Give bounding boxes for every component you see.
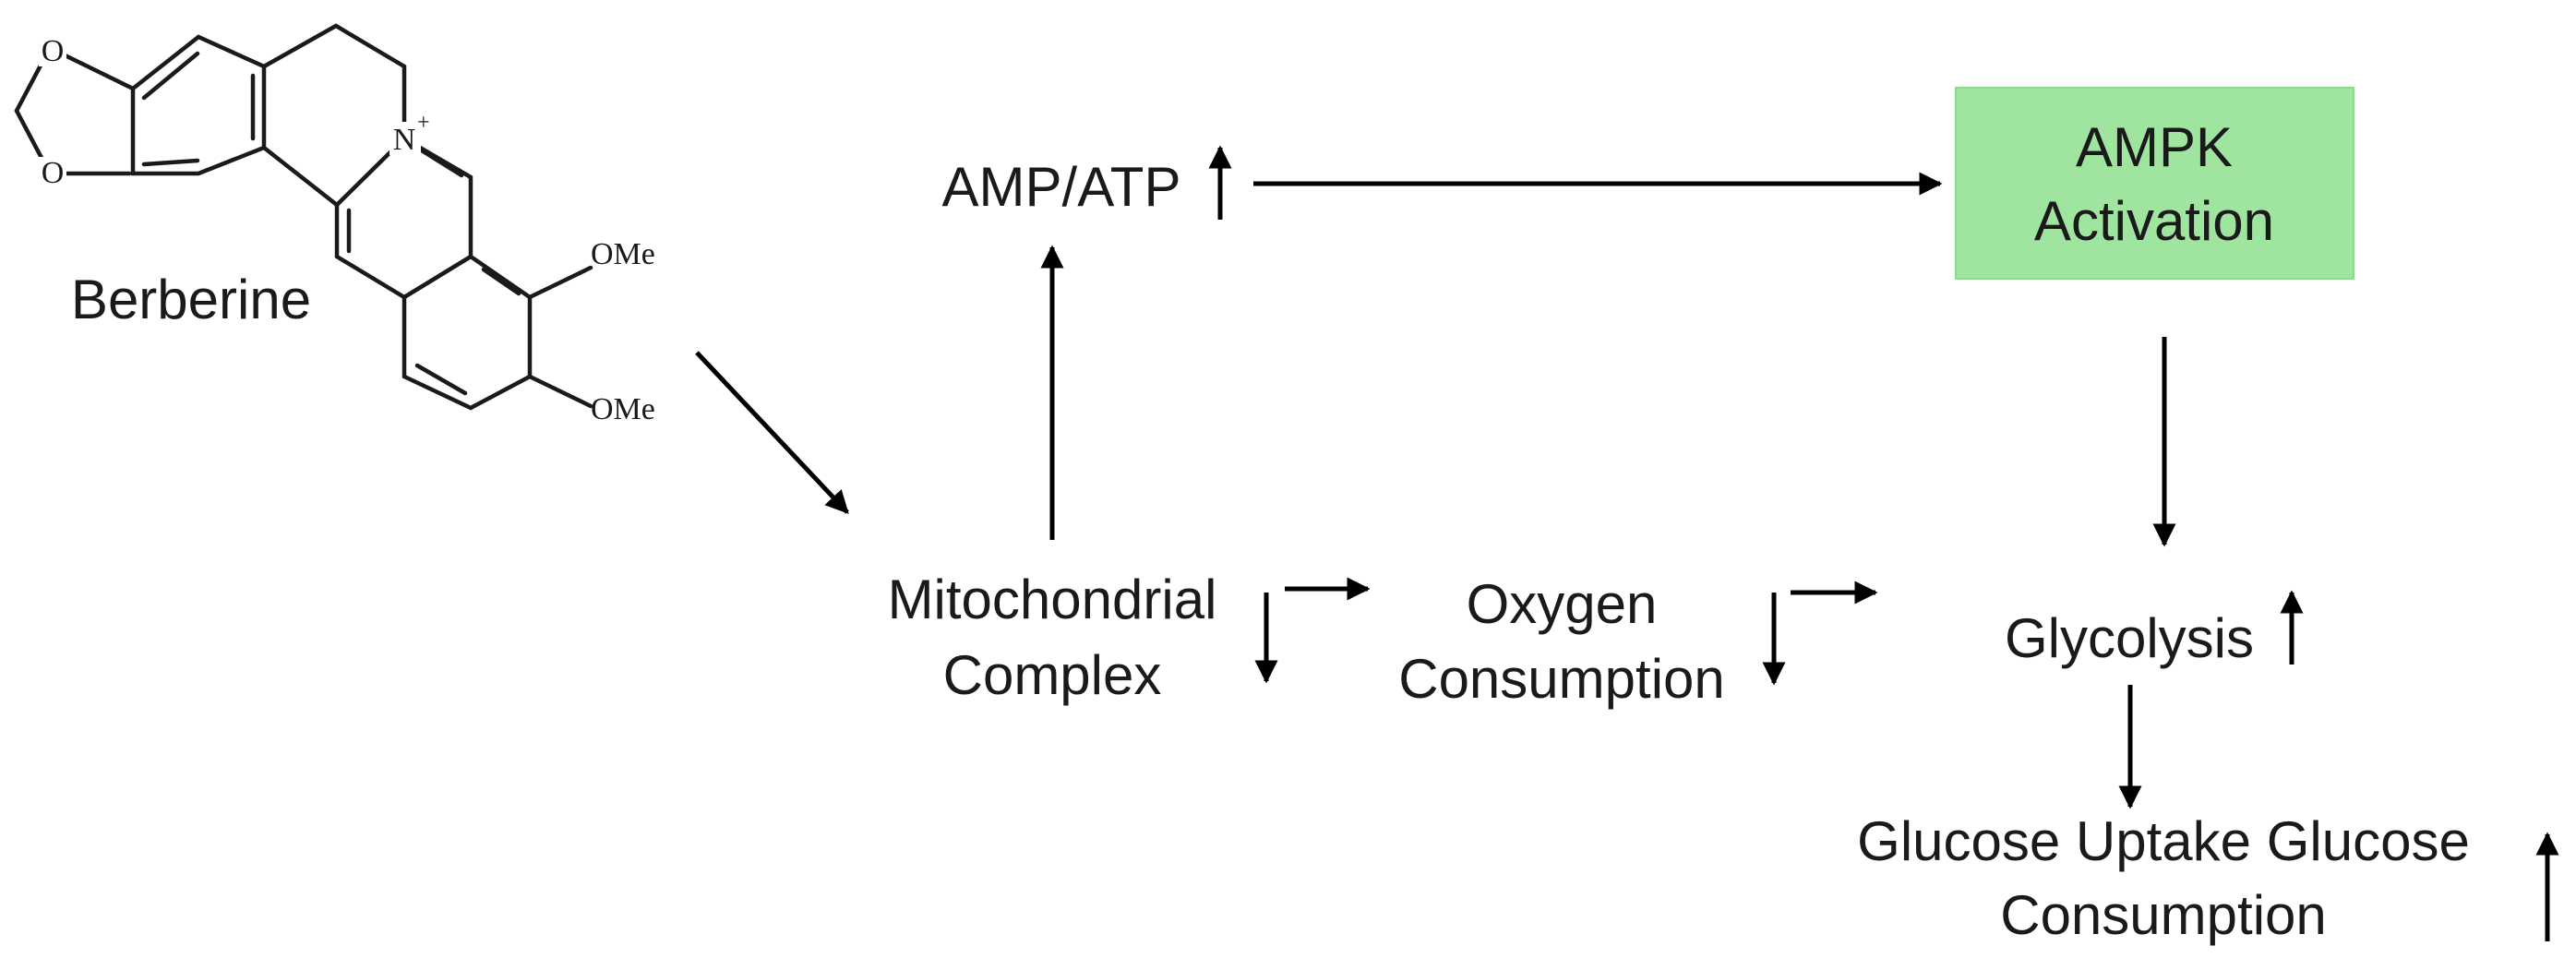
oxygen-atom-label: O (42, 34, 65, 68)
methoxy-label: OMe (591, 237, 655, 271)
activation-label: Activation (2034, 190, 2274, 252)
positive-charge-label: + (417, 111, 430, 135)
mitochondrial-label: Mitochondrial (888, 569, 1217, 630)
berberine-structure: O O N + OMe OMe (14, 23, 655, 426)
oxygen-atom-label: O (42, 156, 65, 190)
glucose-consumption-label: Consumption (2000, 884, 2327, 946)
consumption-label: Consumption (1398, 648, 1725, 710)
amp-atp-label: AMP/ATP (942, 156, 1181, 218)
ampk-label: AMPK (2076, 116, 2233, 178)
oxygen-label: Oxygen (1467, 573, 1658, 635)
complex-label: Complex (943, 644, 1162, 706)
glucose-uptake-label: Glucose Uptake Glucose (1857, 810, 2470, 872)
glycolysis-label: Glycolysis (2005, 607, 2254, 669)
methoxy-label: OMe (591, 392, 655, 426)
berberine-label: Berberine (71, 269, 311, 330)
nitrogen-atom-label: N (393, 123, 416, 157)
ampk-activation-box (1955, 87, 2354, 280)
berberine-to-mito-arrow (695, 351, 849, 514)
